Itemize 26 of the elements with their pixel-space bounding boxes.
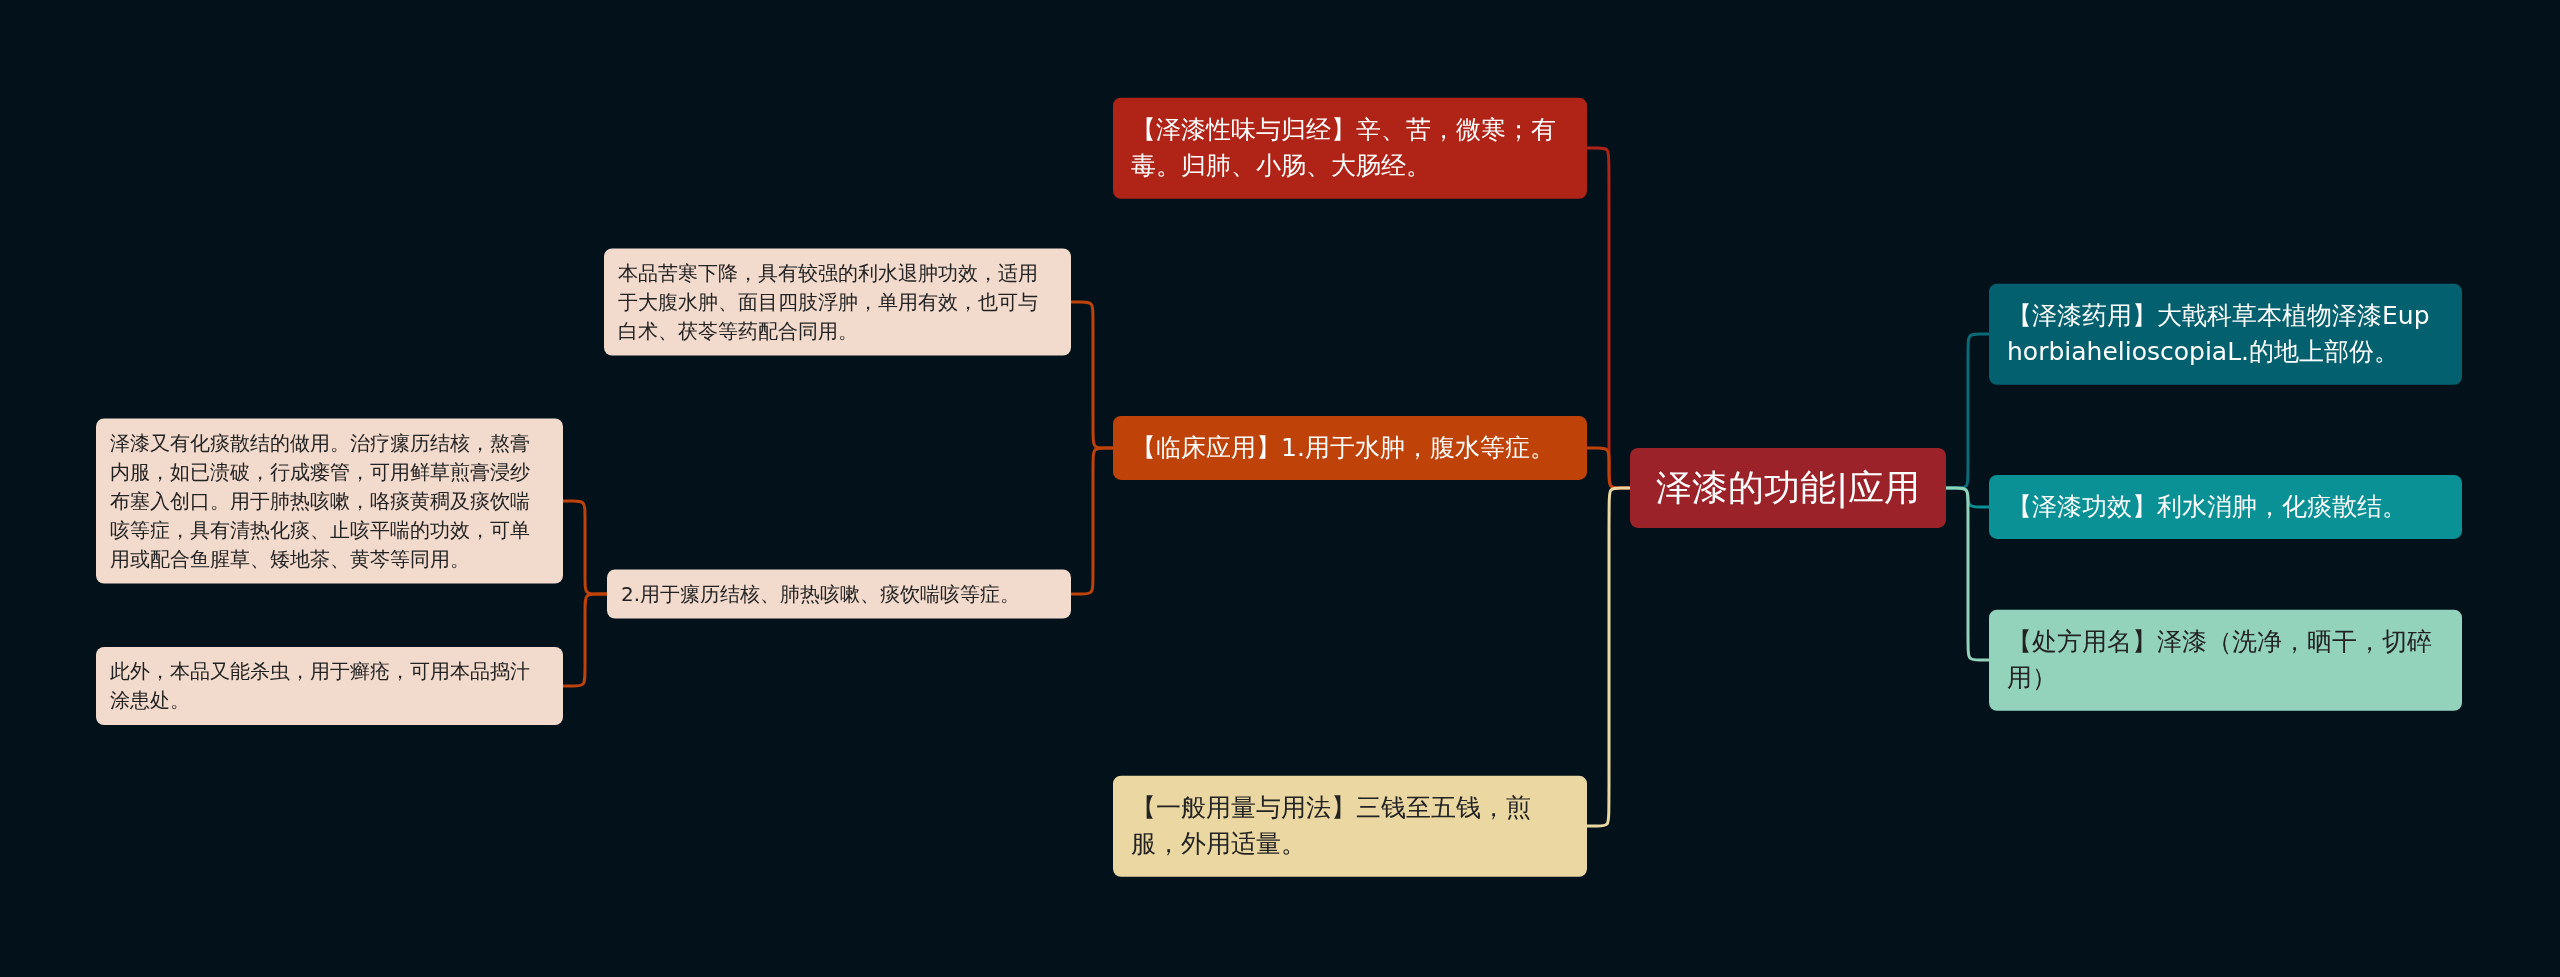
connector-line <box>561 592 609 688</box>
subtopic-box <box>96 647 563 725</box>
topic-box <box>1989 283 2462 385</box>
topic-text: 本品苦寒下降，具有较强的利水退肿功效，适用于大腹水肿、面目四肢浮肿，单用有效，也可与白术、茯苓等药配合同用。 <box>618 259 1039 345</box>
topic-box <box>1113 97 1587 199</box>
topic-text: 泽漆的功能|应用 <box>1654 465 1922 511</box>
topic-text: 【一般用量与用法】三钱至五钱，煎服，外用适量。 <box>1131 791 1532 860</box>
topic-text: 此外，本品又能杀虫，用于癣疮，可用本品捣汁涂患处。 <box>110 658 531 714</box>
subtopic-box <box>607 569 1071 619</box>
subtopic-box <box>604 248 1071 356</box>
topic-box <box>1989 609 2462 711</box>
topic-text: 泽漆又有化痰散结的做用。治疗瘰历结核，熬膏内服，如已溃破，行成瘘管，可用鲜草煎膏浸纱布塞入创口。用于肺热咳嗽，咯痰黄稠及痰饮喘咳等症，具有清热化痰、止咳平喘的功效，可单用或配合鱼腥草、矮地茶、黄芩等同用。 <box>110 429 531 573</box>
central-topic <box>1630 447 1946 529</box>
topic-text: 【处方用名】泽漆（洗净，晒干，切碎用） <box>2007 625 2433 694</box>
topic-text: 【泽漆性味与归经】辛、苦，微寒；有毒。归肺、小肠、大肠经。 <box>1131 113 1557 182</box>
topic-box <box>1113 775 1587 877</box>
topic-text: 【泽漆药用】大戟科草本植物泽漆EuphorbiahelioscopiaL.的地上部份。 <box>2007 299 2431 368</box>
topic-box <box>1989 474 2462 540</box>
connector-line <box>1944 486 1991 662</box>
topic-box <box>1113 415 1587 481</box>
topic-text: 【泽漆功效】利水消肿，化痰散结。 <box>2007 490 2408 523</box>
connector-line <box>1585 486 1632 828</box>
connector-line <box>1069 446 1115 596</box>
topic-text: 【临床应用】1.用于水肿，腹水等症。 <box>1131 431 1556 464</box>
subtopic-box <box>96 418 563 584</box>
topic-text: 2.用于瘰历结核、肺热咳嗽、痰饮喘咳等症。 <box>621 580 1022 608</box>
